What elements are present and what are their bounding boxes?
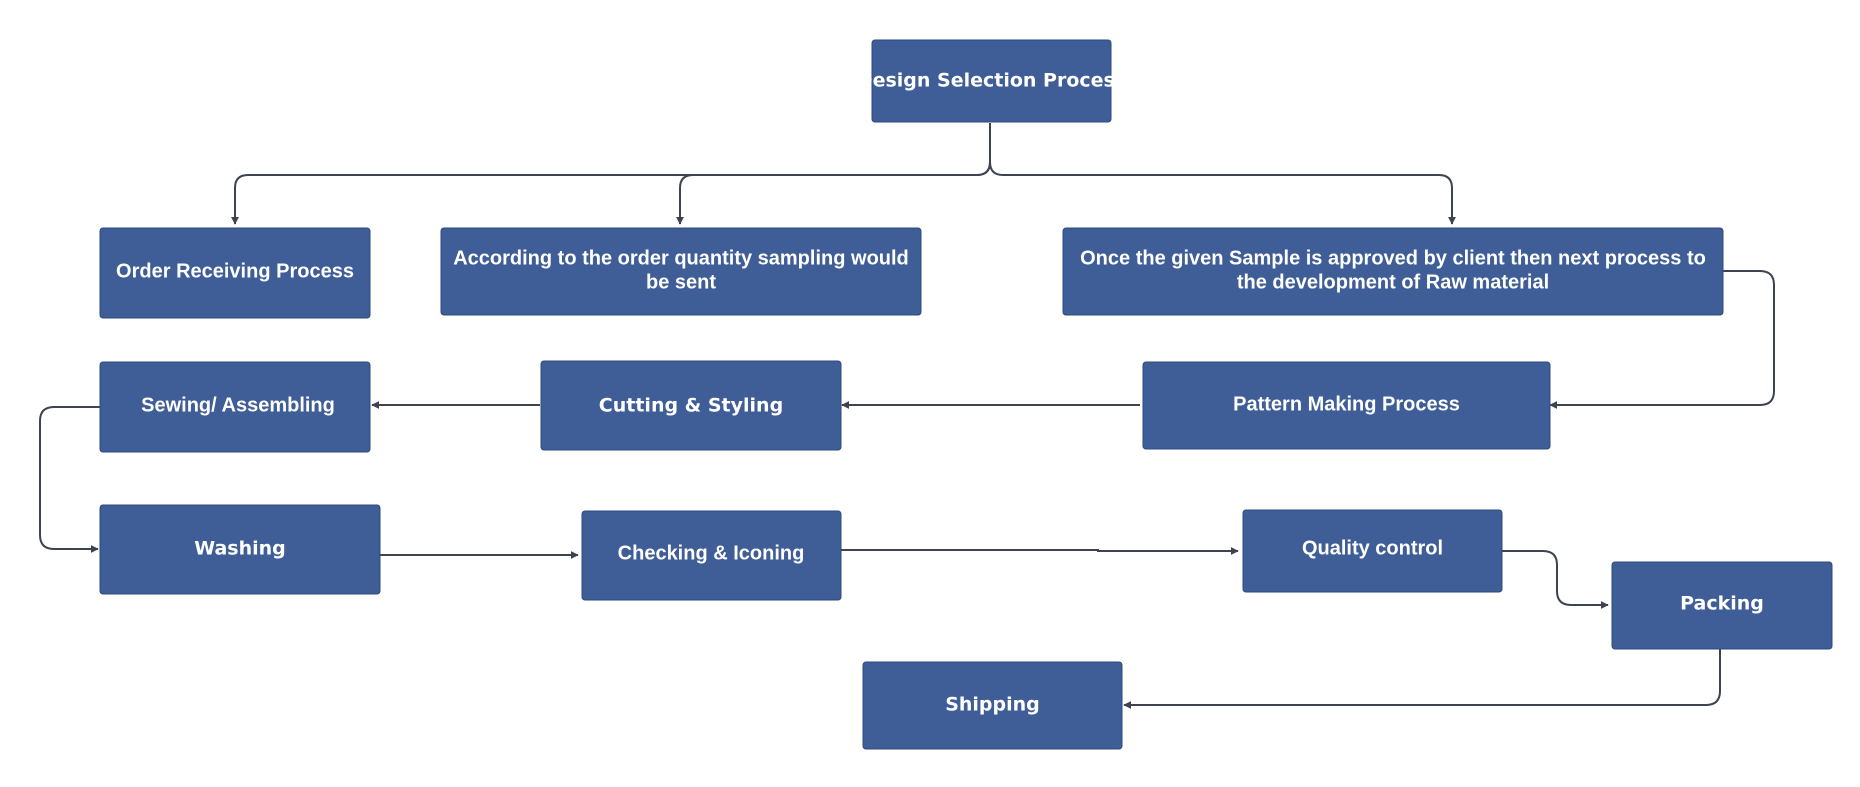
- node-pattern-making[interactable]: Pattern Making Process: [1142, 361, 1551, 450]
- node-sampling-label-line-1: According to the order quantity sampling…: [453, 247, 909, 269]
- edge-packing-to-shipping: [1123, 649, 1721, 709]
- nodes: Design Selection Process Order Receiving…: [99, 39, 1833, 750]
- node-packing-label: Packing: [1680, 593, 1764, 615]
- node-sampling-label-line-2: be sent: [646, 271, 716, 293]
- node-checking-ironing-label: Checking & Iconing: [618, 542, 805, 564]
- node-sample-approved-label-line-1: Once the given Sample is approved by cli…: [1080, 247, 1706, 269]
- node-cutting-styling[interactable]: Cutting & Styling: [540, 360, 842, 451]
- node-sewing-assembling[interactable]: Sewing/ Assembling: [99, 361, 371, 453]
- node-shipping-label: Shipping: [945, 694, 1040, 716]
- edge-sample-approved-to-pattern-making: [1549, 270, 1775, 409]
- node-sample-approved[interactable]: Once the given Sample is approved by cli…: [1062, 227, 1724, 316]
- node-shipping[interactable]: Shipping: [862, 661, 1123, 750]
- node-washing[interactable]: Washing: [99, 504, 381, 595]
- node-design-selection[interactable]: Design Selection Process: [857, 39, 1126, 123]
- edge-design-to-order-receiving: [231, 123, 991, 225]
- node-cutting-styling-label: Cutting & Styling: [599, 395, 783, 417]
- node-order-receiving[interactable]: Order Receiving Process: [99, 227, 371, 319]
- edge-sewing-to-washing: [39, 406, 100, 553]
- node-packing[interactable]: Packing: [1611, 561, 1833, 650]
- edge-design-to-sampling: [676, 123, 991, 225]
- node-quality-control[interactable]: Quality control: [1242, 509, 1503, 593]
- node-design-selection-label: Design Selection Process: [857, 70, 1126, 92]
- node-quality-control-label: Quality control: [1302, 537, 1443, 559]
- node-washing-label: Washing: [194, 538, 286, 560]
- edges: [39, 123, 1775, 709]
- edge-design-to-sample-approved: [989, 123, 1456, 225]
- node-sewing-assembling-label: Sewing/ Assembling: [141, 394, 335, 416]
- edge-quality-control-to-packing: [1502, 550, 1609, 609]
- node-order-receiving-label: Order Receiving Process: [116, 260, 354, 282]
- node-sample-approved-label-line-2: the development of Raw material: [1237, 271, 1549, 293]
- node-pattern-making-label: Pattern Making Process: [1233, 393, 1460, 415]
- node-sampling[interactable]: According to the order quantity sampling…: [440, 227, 922, 316]
- node-checking-ironing[interactable]: Checking & Iconing: [581, 510, 842, 601]
- edge-checking-to-quality-control: [841, 547, 1239, 555]
